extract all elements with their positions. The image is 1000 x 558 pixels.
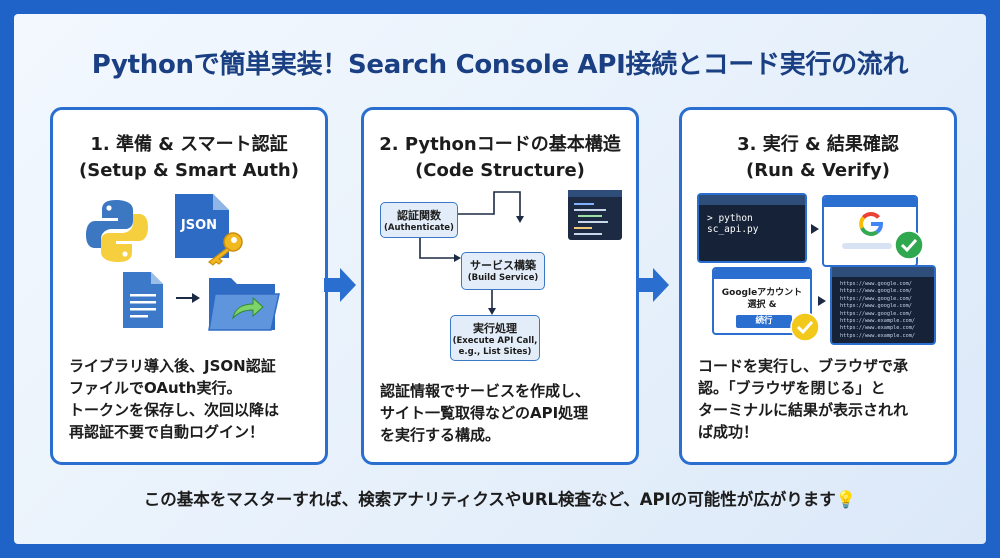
flow-box-title: 実行処理	[473, 322, 517, 335]
right-arrow-icon	[176, 293, 200, 303]
step-heading: 1. 準備 & スマート認証 (Setup & Smart Auth)	[53, 132, 325, 184]
step-heading: 3. 実行 & 結果確認 (Run & Verify)	[682, 132, 954, 184]
step-description: 認証情報でサービスを作成し、 サイト一覧取得などのAPI処理 を実行する構成。	[380, 382, 591, 444]
json-label: JSON	[180, 218, 218, 233]
window-titlebar	[824, 197, 916, 207]
result-terminal: https://www.google.com/ https://www.goog…	[830, 265, 936, 345]
key-icon	[208, 232, 243, 266]
terminal-command: > python sc_api.py	[707, 213, 759, 235]
step-description: コードを実行し、ブラウザで承 認。「ブラウザを閉じる」と ターミナルに結果が表示…	[698, 357, 909, 441]
flow-box-subtitle: e.g., List Sites)	[458, 347, 532, 357]
open-folder-icon	[208, 278, 280, 331]
step-card-run: 3. 実行 & 結果確認 (Run & Verify) > python sc_…	[679, 107, 957, 465]
step-heading-line1: 2. Pythonコードの基本構造	[379, 134, 621, 155]
python-logo-icon	[86, 200, 148, 262]
google-logo-icon	[859, 212, 884, 236]
step-arrow-1	[324, 268, 356, 302]
step-heading-line1: 1. 準備 & スマート認証	[90, 134, 288, 155]
code-editor-thumbnail	[568, 190, 622, 240]
step-heading-line2: (Run & Verify)	[746, 160, 890, 181]
flow-box-subtitle: (Execute API Call,	[452, 336, 538, 346]
flow-box-title: サービス構築	[470, 259, 536, 272]
flow-box-authenticate: 認証関数 (Authenticate)	[380, 202, 458, 238]
window-titlebar	[714, 269, 810, 279]
flow-box-subtitle: (Build Service)	[467, 273, 539, 283]
step-heading-line1: 3. 実行 & 結果確認	[737, 134, 899, 155]
flow-box-subtitle: (Authenticate)	[384, 223, 454, 233]
small-arrow-icon	[811, 224, 819, 234]
flow-box-build-service: サービス構築 (Build Service)	[461, 252, 545, 290]
flow-box-title: 認証関数	[397, 209, 441, 222]
check-icon	[894, 230, 924, 260]
continue-button[interactable]: 続行	[736, 315, 792, 328]
search-bar	[842, 243, 892, 249]
footer-note: この基本をマスターすれば、検索アナリティクスやURL検査など、APIの可能性が広…	[143, 490, 857, 509]
terminal-window: > python sc_api.py	[697, 193, 807, 263]
document-icon	[123, 272, 163, 328]
json-file-icon	[175, 194, 229, 258]
page-title: Pythonで簡単実装！Search Console API接続とコード実行の流…	[91, 50, 909, 80]
step-heading-line2: (Setup & Smart Auth)	[79, 160, 299, 181]
result-url-list: https://www.google.com/ https://www.goog…	[840, 281, 915, 339]
step-description: ライブラリ導入後、JSON認証 ファイルでOAuth実行。 トークンを保存し、次…	[69, 357, 280, 441]
window-titlebar	[699, 195, 805, 205]
check-icon	[790, 312, 820, 342]
step-heading: 2. Pythonコードの基本構造 (Code Structure)	[364, 132, 636, 184]
dialog-text: Googleアカウント 選択 &	[721, 288, 803, 310]
flow-connectors	[419, 191, 524, 315]
step-card-structure: 2. Pythonコードの基本構造 (Code Structure) 認証関数 …	[361, 107, 639, 465]
window-titlebar	[832, 267, 934, 277]
step-card-setup: 1. 準備 & スマート認証 (Setup & Smart Auth) JSON	[50, 107, 328, 465]
step-heading-line2: (Code Structure)	[415, 160, 585, 181]
small-arrow-icon	[818, 296, 826, 306]
flow-box-execute: 実行処理 (Execute API Call, e.g., List Sites…	[450, 315, 540, 361]
step-arrow-2	[637, 268, 669, 302]
